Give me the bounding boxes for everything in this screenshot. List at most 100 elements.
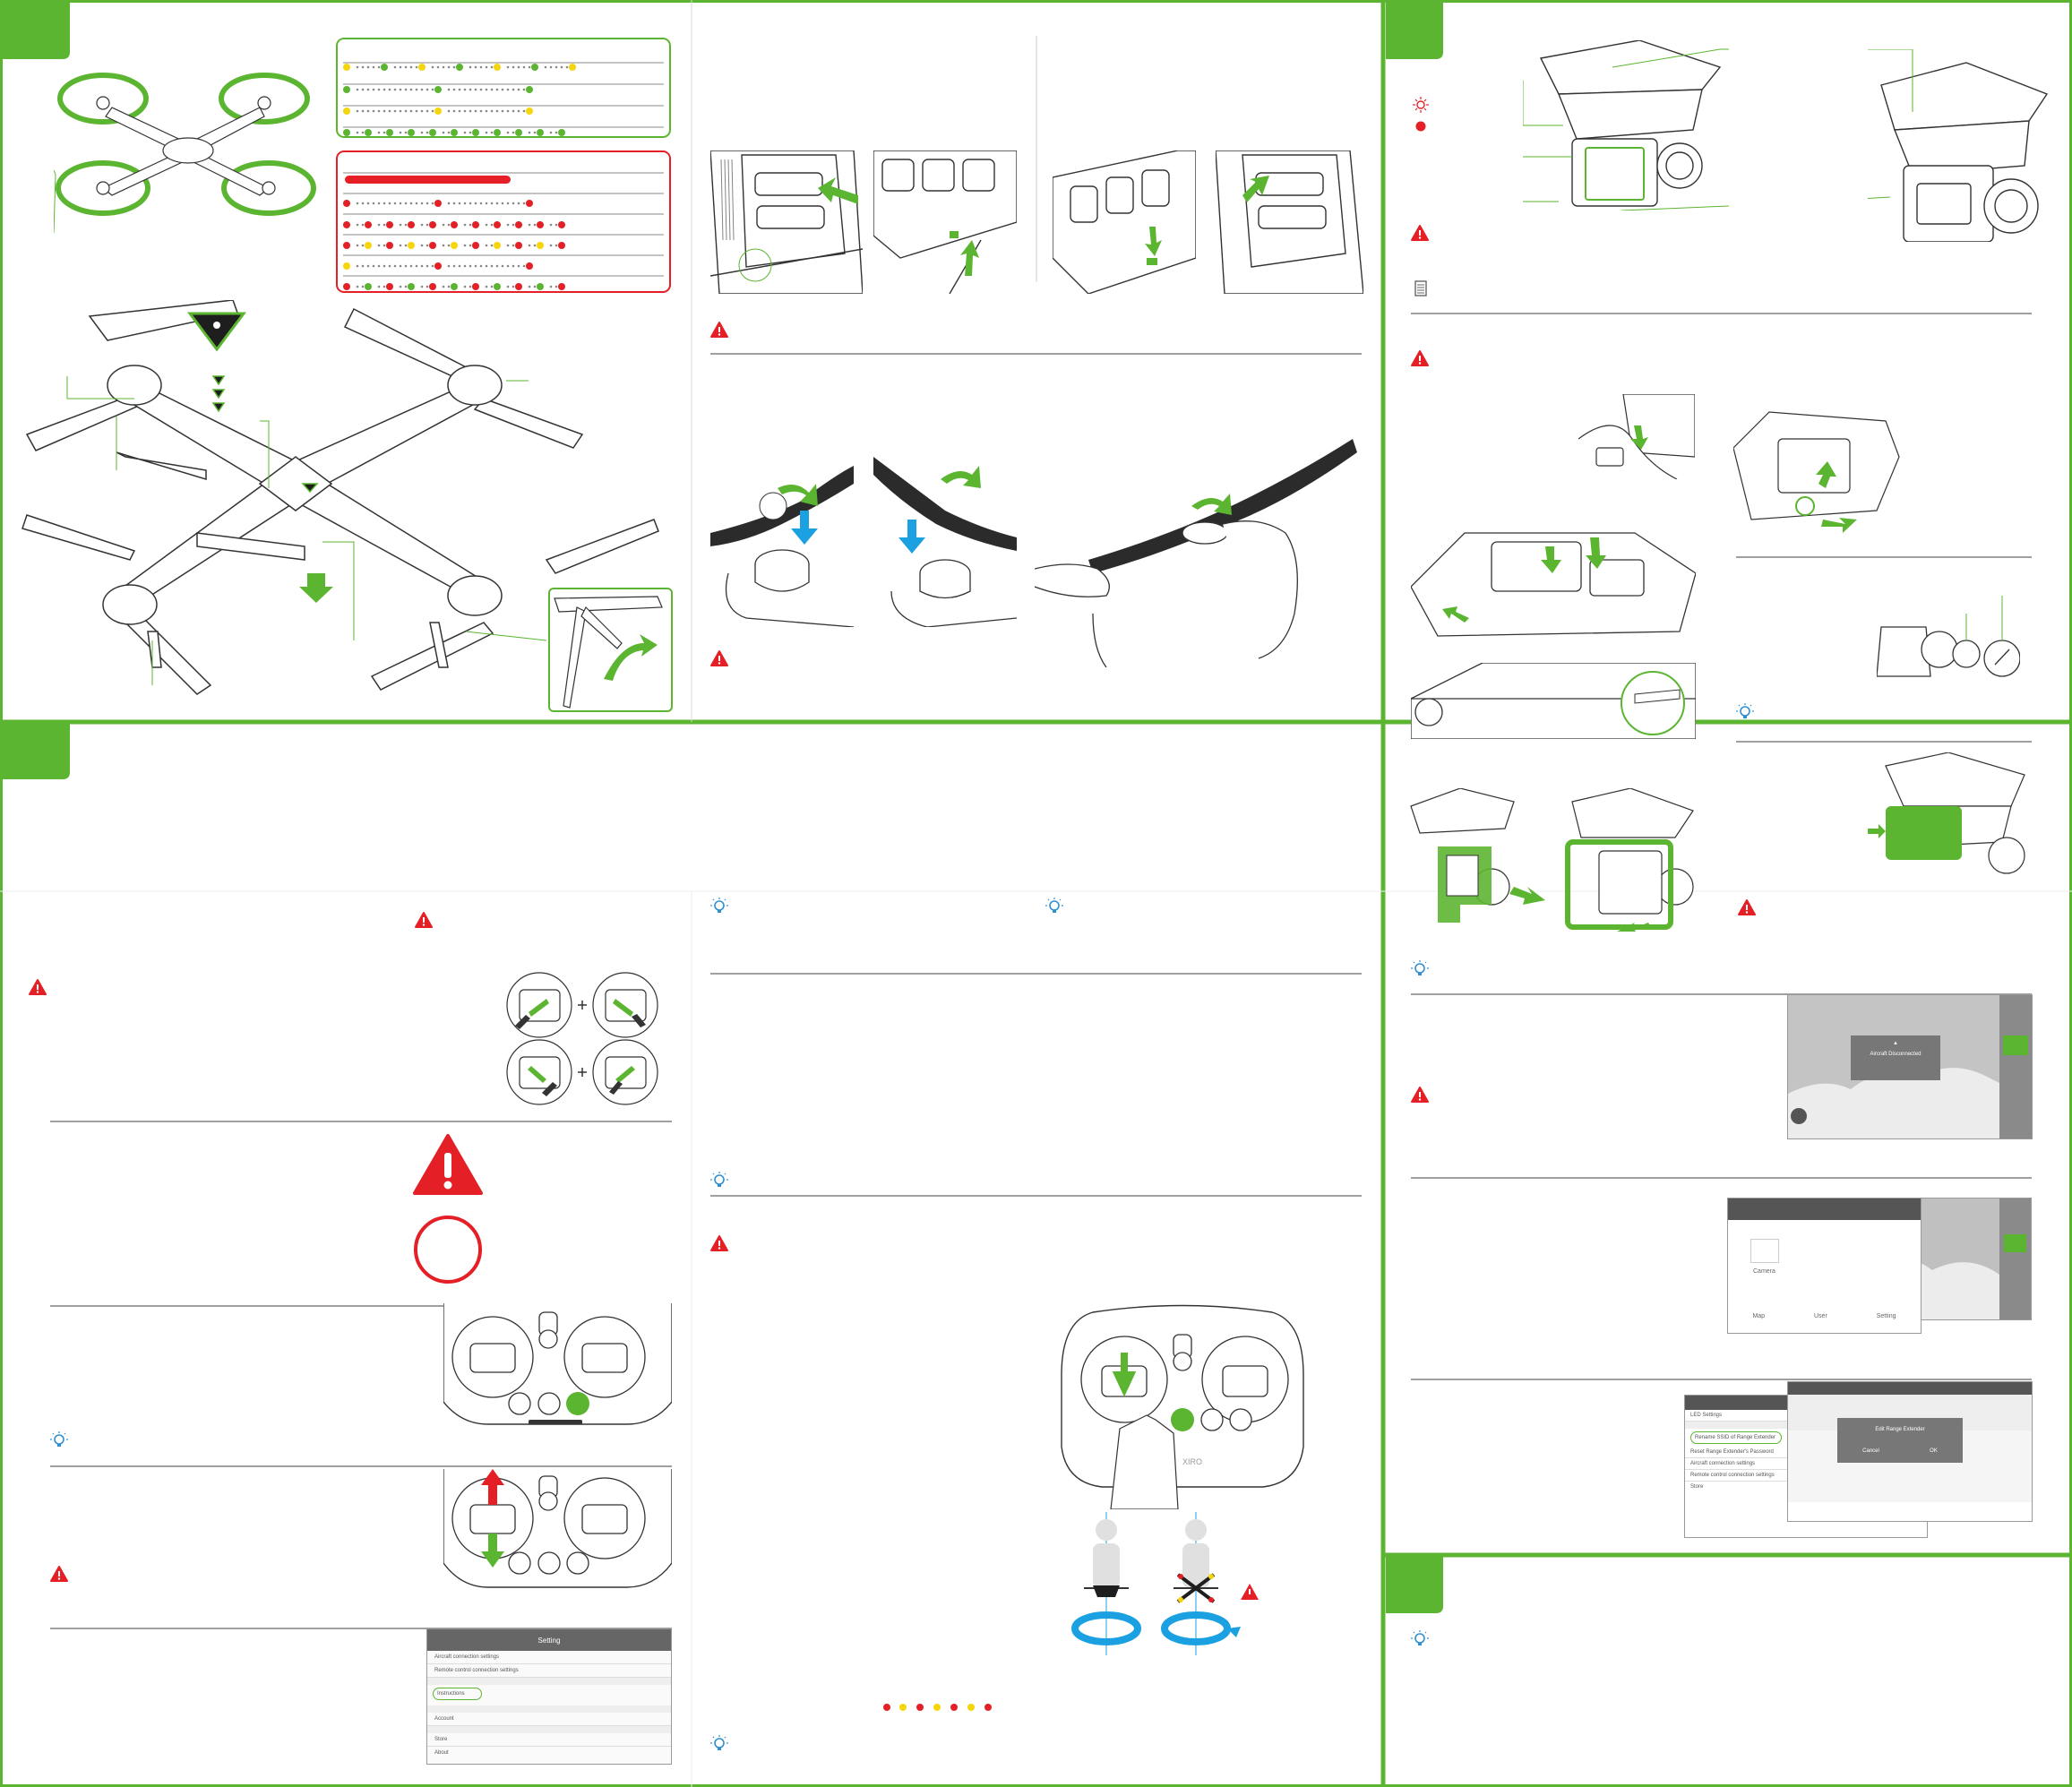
led-status-table-normal	[336, 38, 671, 138]
led-dot	[528, 244, 531, 247]
led-dot	[452, 65, 456, 69]
led-dot	[409, 88, 413, 91]
settings-item[interactable]: Aircraft connection settings	[427, 1651, 671, 1664]
led-dot	[463, 244, 467, 247]
led-dot	[393, 264, 397, 268]
led-dot	[388, 109, 391, 113]
led-dot	[420, 264, 424, 268]
led-dot	[404, 109, 408, 113]
led-dot	[515, 129, 522, 136]
led-dot	[533, 131, 537, 134]
led-dot	[526, 107, 533, 115]
drone-yaw-rotation-illustration	[1071, 1512, 1259, 1655]
camera-label[interactable]: Camera	[1753, 1268, 1775, 1275]
led-dot	[409, 264, 413, 268]
settings-item-rename[interactable]: Rename SSID of Range Extender	[1690, 1431, 1782, 1444]
remote-brand-label: XIRO	[1182, 1457, 1202, 1466]
led-dot	[537, 129, 544, 136]
ok-button[interactable]: OK	[1930, 1448, 1938, 1454]
prohibited-circle	[414, 1216, 482, 1284]
led-dot	[512, 244, 515, 247]
tab-user[interactable]: User	[1814, 1313, 1827, 1319]
led-dot	[490, 131, 494, 134]
landing-gear-inset	[548, 588, 673, 712]
cancel-button[interactable]: Cancel	[1862, 1448, 1879, 1454]
settings-item[interactable]: Remote control connection settings	[427, 1664, 671, 1678]
gimbal-clip-illustration	[1733, 411, 1900, 533]
gimbal-camera-rear-illustration	[1868, 49, 2049, 242]
led-dot	[533, 285, 537, 288]
led-dot	[408, 221, 415, 228]
led-dot	[463, 202, 467, 205]
led-dot	[399, 109, 402, 113]
led-dot	[522, 65, 526, 69]
led-dot	[420, 131, 424, 134]
led-dot	[429, 283, 436, 290]
warning-icon	[1738, 899, 1756, 915]
led-dot	[343, 129, 350, 136]
led-dot	[420, 285, 424, 288]
led-dot	[366, 109, 370, 113]
settings-item[interactable]: Store	[427, 1733, 671, 1747]
led-dot	[434, 86, 442, 93]
led-dot	[361, 202, 365, 205]
led-dot	[372, 88, 375, 91]
led-dot	[377, 131, 381, 134]
led-dot	[533, 244, 537, 247]
led-dot	[442, 223, 445, 227]
led-dot	[343, 221, 350, 228]
led-dot	[431, 109, 434, 113]
led-dot	[558, 283, 565, 290]
tab-setting[interactable]: Setting	[1876, 1313, 1896, 1319]
led-dot	[485, 202, 488, 205]
led-dot	[526, 262, 533, 270]
led-dot	[549, 223, 553, 227]
led-dot	[365, 129, 372, 136]
led-dot	[415, 65, 418, 69]
battery-insert-step1	[710, 150, 863, 294]
led-dot	[490, 65, 494, 69]
led-dot	[458, 202, 461, 205]
led-dot	[431, 65, 434, 69]
light-on-icon	[1413, 97, 1429, 113]
settings-item[interactable]: Account	[427, 1713, 671, 1726]
led-dot	[361, 285, 365, 288]
led-dot	[485, 131, 488, 134]
led-dot	[463, 223, 467, 227]
settings-item[interactable]: Store	[1690, 1484, 1704, 1490]
led-dot	[409, 202, 413, 205]
led-dot	[404, 264, 408, 268]
led-dot	[501, 264, 504, 268]
led-dot	[356, 223, 359, 227]
warning-icon	[1411, 225, 1429, 241]
led-dot	[431, 264, 434, 268]
led-dot	[506, 244, 510, 247]
led-dot	[431, 88, 434, 91]
led-dot	[490, 264, 494, 268]
led-dot	[501, 109, 504, 113]
led-dot	[343, 283, 350, 290]
led-dot	[485, 65, 488, 69]
led-dot	[361, 264, 365, 268]
led-dot	[526, 86, 533, 93]
settings-item[interactable]: About	[434, 1750, 449, 1756]
led-dot	[565, 65, 569, 69]
led-dot	[356, 65, 359, 69]
app-aircraft-disconnected-screenshot: ▲ Aircraft Disconnected	[1787, 994, 2033, 1139]
led-dot	[386, 242, 393, 249]
led-dot	[420, 244, 424, 247]
warning-icon	[710, 650, 728, 666]
led-dot	[512, 202, 515, 205]
settings-item-instructions[interactable]: Instructions	[433, 1688, 482, 1700]
led-dot	[463, 285, 467, 288]
tab-map[interactable]: Map	[1752, 1313, 1766, 1319]
led-dot	[469, 202, 472, 205]
led-dot	[393, 109, 397, 113]
led-dot	[474, 65, 477, 69]
tip-bulb-icon	[1411, 1630, 1429, 1645]
led-dot	[555, 223, 558, 227]
led-dot	[426, 131, 429, 134]
warning-sign-large	[413, 1134, 483, 1195]
led-dot	[472, 242, 479, 249]
